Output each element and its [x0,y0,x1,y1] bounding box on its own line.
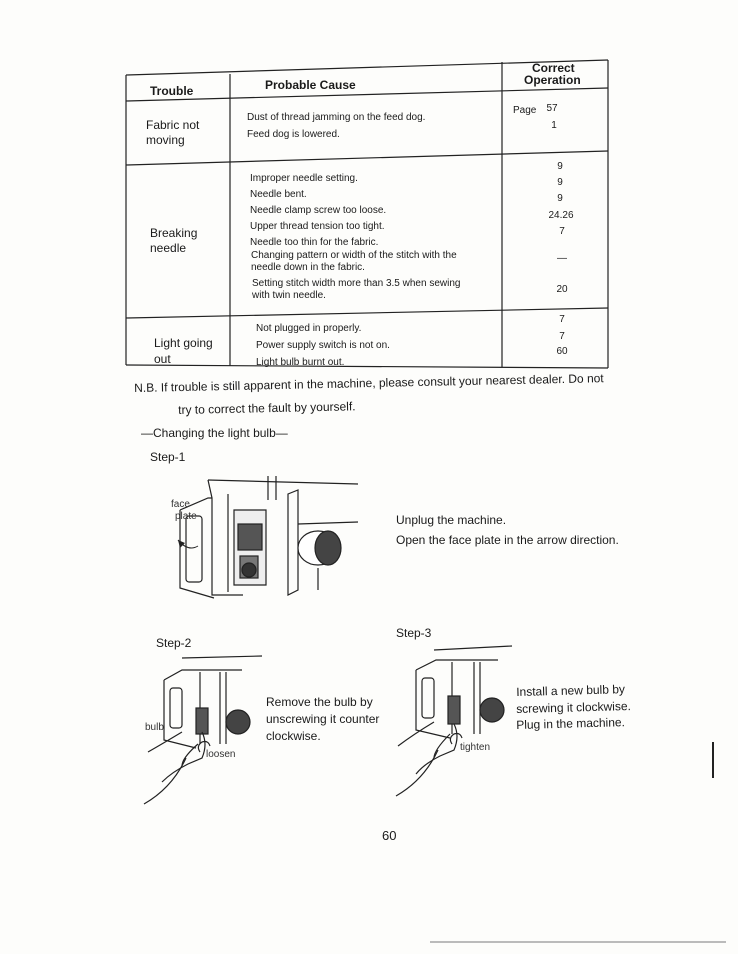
ref-value: 60 [556,346,568,357]
step-3-label: Step-3 [396,626,432,640]
cause-item: Upper thread tension too tight. [250,221,385,232]
page-label: Page [513,105,537,116]
trouble-breaking-line2: needle [150,241,187,255]
trouble-breaking-line1: Breaking [150,226,198,240]
troubleshooting-table: Trouble Probable Cause Correct Operation… [125,59,609,369]
ref-value: 7 [559,331,565,342]
header-probable-cause: Probable Cause [265,78,356,92]
cause-item: Needle clamp screw too loose. [250,205,387,216]
trouble-light-line2: out [154,352,171,366]
scan-edge-line [430,941,726,943]
tighten-callout: tighten [460,742,491,753]
trouble-light-line1: Light going [154,336,213,350]
section-title: —Changing the light bulb— [141,426,288,440]
ref-value: 24.26 [548,210,574,221]
bulb-install-illustration [395,645,513,797]
trouble-fabric-line1: Fabric not [146,118,200,132]
cause-item: Power supply switch is not on. [256,340,390,351]
header-trouble: Trouble [150,84,194,98]
step-1-instruction-1: Unplug the machine. [396,513,507,527]
cause-item: Dust of thread jamming on the feed dog. [247,112,426,123]
ref-value: 1 [551,120,557,131]
table-grid [125,59,609,369]
step-1-instruction-2: Open the face plate in the arrow directi… [396,533,619,547]
cause-item: Setting stitch width more than 3.5 when … [252,278,461,289]
ref-value: 9 [557,161,563,172]
loosen-callout: loosen [206,749,236,760]
header-correct: Correct [532,61,575,75]
nb-note-line1: N.B. If trouble is still apparent in the… [134,371,604,395]
trouble-fabric-line2: moving [146,133,185,147]
cause-item: Not plugged in properly. [256,323,362,334]
ref-value: 9 [557,193,563,204]
cause-item: Improper needle setting. [250,173,358,184]
cause-item: Needle bent. [250,189,307,200]
cause-item: needle down in the fabric. [251,262,365,273]
cause-item: Needle too thin for the fabric. [250,237,379,248]
cause-item: Feed dog is lowered. [247,129,340,140]
ref-value: 57 [546,103,558,114]
step-3-instruction-3: Plug in the machine. [516,715,626,732]
cause-item: with twin needle. [252,290,326,301]
step-1-label: Step-1 [150,450,186,464]
step-2-instruction-2: unscrewing it counter [266,712,380,726]
face-plate-callout-line2: plate [175,511,197,522]
bulb-removal-illustration [143,655,263,805]
header-operation: Operation [524,73,581,87]
face-plate-callout-line1: face [171,499,190,510]
cause-item: Light bulb burnt out. [256,357,345,368]
step-2-instruction-1: Remove the bulb by [266,695,373,709]
page-number: 60 [382,828,397,843]
face-plate-illustration [177,476,359,599]
scan-mark [712,742,714,778]
ref-value: 7 [559,314,565,325]
ref-value: 9 [557,177,563,188]
nb-note-line2: try to correct the fault by yourself. [178,399,356,417]
ref-value: — [557,253,567,264]
ref-value: 20 [556,284,568,295]
bulb-callout: bulb [145,722,164,733]
cause-item: Changing pattern or width of the stitch … [251,250,457,261]
step-2-instruction-3: clockwise. [266,729,321,743]
step-2-label: Step-2 [156,636,192,650]
ref-value: 7 [559,226,565,237]
